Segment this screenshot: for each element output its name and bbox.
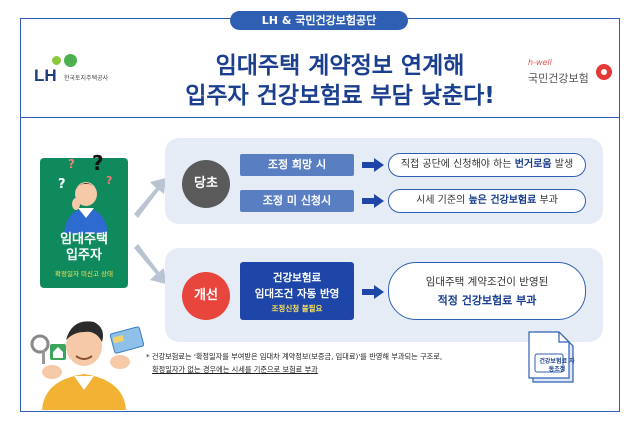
- lh-logo-dot-icon: [64, 54, 77, 67]
- main-title-line2: 입주자 건강보험료 부담 낮춘다!: [185, 83, 495, 109]
- footnote-line1: * 건강보험료는 '확정일자를 부여받은 임대차 계약정보(보증금, 임대료)'…: [146, 352, 443, 361]
- improved-result-line2: 적정 건강보험료 부과: [437, 294, 537, 307]
- improved-result-line1: 임대주택 계약조건이 반영된: [425, 276, 549, 288]
- arrow-right-icon: [362, 158, 384, 172]
- document-stack-icon: [528, 331, 574, 383]
- result-emphasis: 번거로움: [514, 159, 552, 170]
- document-label: 건강보험료 자동조정: [539, 358, 575, 373]
- question-mark: ?: [92, 151, 104, 175]
- footnote-line2: 확정일자가 없는 경우에는 시세를 기준으로 보험료 부과: [152, 365, 318, 374]
- lh-logo: LH 한국토지주택공사: [34, 54, 144, 94]
- question-mark: ?: [58, 177, 66, 192]
- auto-reflect-box: 건강보험료 임대조건 자동 반영 조정신청 불필요: [240, 262, 354, 320]
- nhis-logo-name: 국민건강보험: [528, 72, 589, 85]
- lh-logo-text: LH: [34, 66, 57, 85]
- arrow-right-icon: [362, 285, 384, 299]
- lh-logo-subtext: 한국토지주택공사: [64, 75, 109, 82]
- happy-person-illustration: [30, 321, 145, 410]
- result-text: 부과: [536, 195, 558, 206]
- top-title-pill: LH & 국민건강보험공단: [230, 11, 408, 30]
- result-emphasis: 높은 건강보험료: [468, 195, 537, 206]
- question-mark: ?: [68, 157, 75, 171]
- tenant-subtitle: 확정일자 미신고 상태: [55, 270, 113, 278]
- improved-result: 임대주택 계약조건이 반영된 적정 건강보험료 부과: [388, 262, 586, 320]
- condition-hope-adjust: 조정 희망 시: [240, 154, 354, 176]
- main-title-line1: 임대주택 계약정보 연계해: [215, 53, 465, 79]
- lh-logo-dot-icon: [52, 56, 61, 65]
- flow-arrows: [134, 178, 166, 284]
- before-label-circle: 당초: [182, 160, 230, 208]
- auto-reflect-line1: 건강보험료: [272, 272, 322, 284]
- nhis-logo-tag: h-well: [528, 58, 552, 67]
- tenant-title-line2: 입주자: [66, 248, 102, 263]
- result-text: 직접 공단에 신청해야 하는: [400, 159, 515, 170]
- auto-reflect-line2: 임대조건 자동 반영: [254, 288, 340, 300]
- result-text: 시세 기준의: [416, 195, 469, 206]
- arrow-right-icon: [362, 194, 384, 208]
- condition-not-applied: 조정 미 신청시: [240, 190, 354, 212]
- arrow-down-right-icon: [134, 244, 166, 284]
- auto-reflect-note: 조정신청 불필요: [271, 304, 323, 313]
- confused-person-illustration: ? ? ? ?: [58, 151, 112, 234]
- tenant-title-line1: 임대주택: [60, 232, 108, 247]
- question-mark: ?: [106, 174, 112, 187]
- result-high-premium: 시세 기준의 높은 건강보험료 부과: [388, 189, 586, 213]
- result-text: 발생: [551, 159, 574, 170]
- nhis-logo: h-well 국민건강보험: [528, 58, 620, 98]
- heart-icon: [596, 64, 612, 80]
- arrow-up-right-icon: [134, 178, 166, 218]
- header: LH 한국토지주택공사 임대주택 계약정보 연계해 입주자 건강보험료 부담 낮…: [20, 18, 620, 118]
- result-hassle: 직접 공단에 신청해야 하는 번거로움 발생: [388, 153, 586, 177]
- after-label-circle: 개선: [182, 272, 230, 320]
- tenant-title: 임대주택 입주자: [40, 232, 128, 264]
